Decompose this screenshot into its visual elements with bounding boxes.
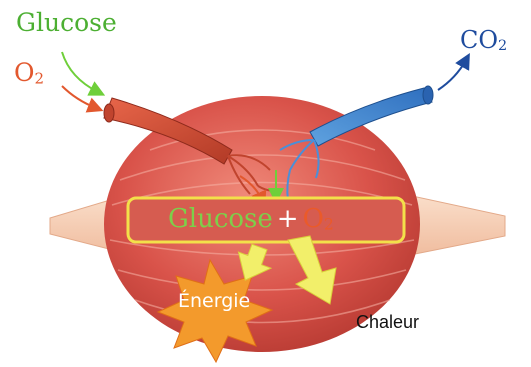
- energie-label: Énergie: [178, 292, 250, 311]
- chaleur-label: Chaleur: [356, 313, 419, 331]
- box-o2-main: O: [303, 204, 324, 234]
- o2-arrow: [62, 86, 96, 108]
- co2-label-main: CO: [460, 26, 498, 54]
- glucose-arrow: [62, 52, 98, 92]
- box-o2-text: O2: [303, 204, 334, 234]
- co2-arrow: [438, 60, 466, 90]
- box-plus-sign: +: [277, 204, 299, 234]
- o2-label-sub: 2: [35, 69, 45, 87]
- glucose-label-text: Glucose: [16, 8, 117, 37]
- glucose-label: Glucose: [16, 10, 117, 35]
- co2-label: CO2: [460, 28, 507, 54]
- reaction-box-text: Glucose+O2: [168, 206, 334, 233]
- co2-label-sub: 2: [498, 38, 507, 54]
- box-glucose-text: Glucose: [168, 204, 273, 234]
- box-o2-sub: 2: [324, 215, 334, 233]
- o2-label: O2: [14, 60, 44, 86]
- o2-label-main: O: [14, 58, 35, 87]
